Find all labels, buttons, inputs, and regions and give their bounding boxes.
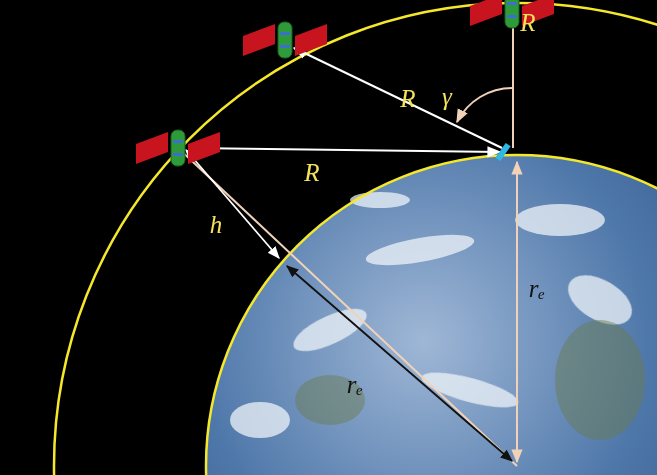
ground-station [495, 143, 510, 161]
h-arrow [186, 150, 279, 258]
range-label: R [304, 160, 319, 185]
angle-arc [457, 88, 513, 122]
radius-line [178, 148, 517, 466]
angle-label: γ [442, 84, 452, 109]
satellite [136, 130, 220, 166]
earth-outline [206, 155, 657, 475]
orbit-circle [54, 3, 657, 475]
radius-label: rₑ [529, 276, 545, 301]
radius-label: rₑ [347, 372, 363, 397]
satellite [470, 0, 554, 28]
earth [206, 155, 657, 475]
height-label: h [210, 212, 223, 237]
range-label: R [400, 86, 415, 111]
range-label: R [520, 10, 535, 35]
re-arrow [287, 266, 512, 461]
satellite [243, 22, 327, 58]
re-arrow [516, 162, 518, 462]
range-line [294, 48, 502, 148]
range-line [190, 148, 500, 152]
